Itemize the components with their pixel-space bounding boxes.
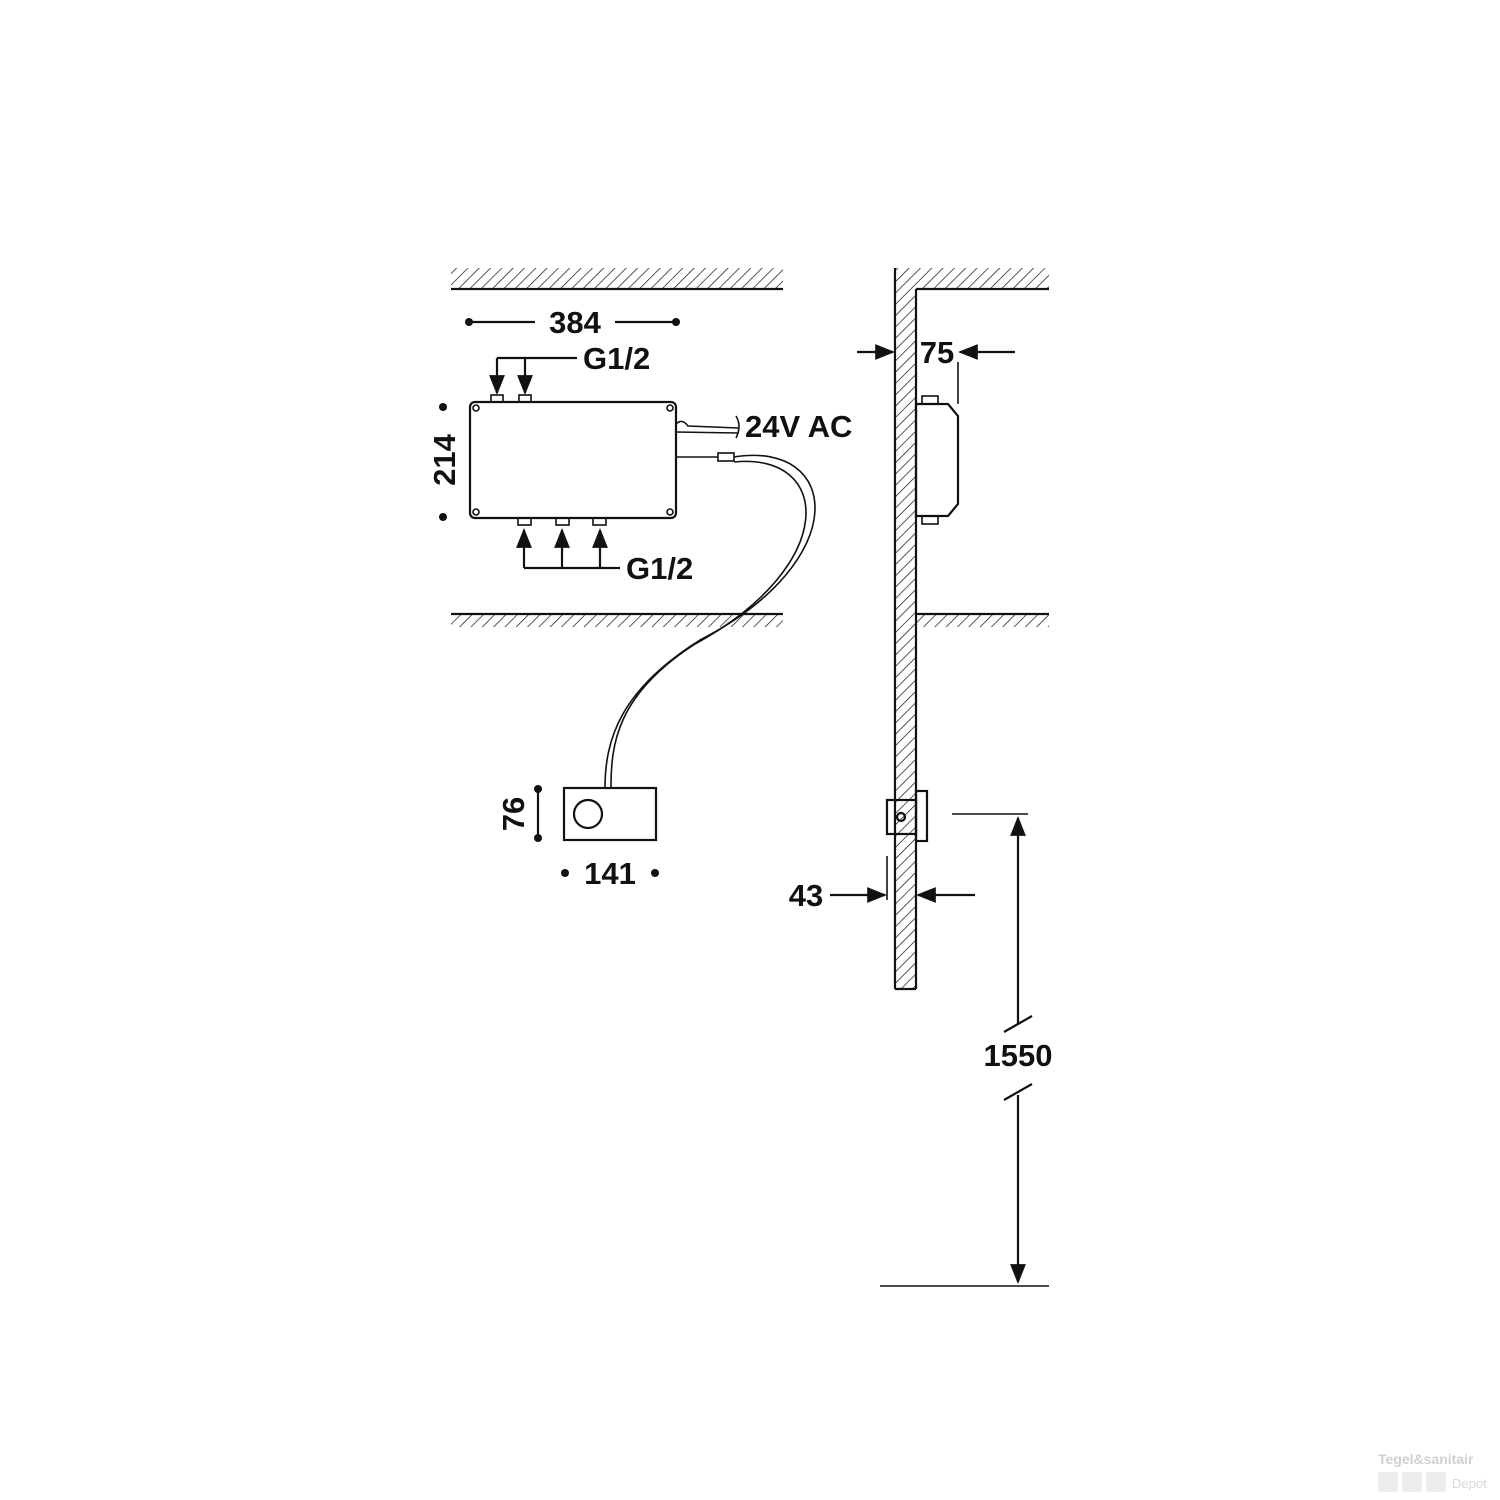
control-box-side [914, 395, 960, 525]
mount-height-dimension: 1550 [880, 813, 1053, 1287]
bottom-inlets: G1/2 [516, 528, 693, 586]
watermark-sub: Depot [1452, 1476, 1487, 1491]
ceiling-hatch-right [895, 268, 1049, 289]
front-view: 384 G1/2 214 [427, 268, 852, 891]
watermark-logo: Tegel&sanitair Depot [1374, 1446, 1492, 1496]
power-cable: 24V AC [675, 409, 852, 444]
wall-depth-dimension: 75 [857, 335, 1015, 404]
height-label: 214 [427, 433, 462, 485]
wall-hatch [895, 289, 916, 989]
mount-height-label: 1550 [984, 1038, 1053, 1073]
section-view: 75 43 1550 [789, 268, 1053, 1287]
width-label: 384 [549, 305, 601, 340]
panel-depth-label: 43 [789, 878, 823, 913]
watermark-brand: Tegel&sanitair [1378, 1451, 1474, 1467]
panel-width-label: 141 [584, 856, 636, 891]
top-inlet-label: G1/2 [583, 341, 650, 376]
power-label: 24V AC [745, 409, 852, 444]
height-dimension: 214 [427, 403, 462, 521]
floor-hatch-right [916, 614, 1049, 627]
panel-depth-dimension: 43 [789, 856, 975, 913]
control-box [468, 394, 678, 526]
floor-hatch-left [451, 614, 783, 627]
width-dimension: 384 [465, 305, 680, 340]
panel-knob [572, 798, 604, 830]
bottom-inlet-label: G1/2 [626, 551, 693, 586]
connection-cable [604, 452, 816, 789]
control-panel [562, 786, 658, 842]
control-panel-side [885, 789, 929, 843]
ceiling-hatch-left [451, 268, 783, 289]
top-inlets: G1/2 [489, 341, 650, 395]
panel-width-dimension: 141 [561, 856, 659, 891]
wall-depth-label: 75 [920, 335, 954, 370]
panel-height-dimension: 76 [496, 785, 542, 842]
panel-height-label: 76 [496, 797, 531, 831]
